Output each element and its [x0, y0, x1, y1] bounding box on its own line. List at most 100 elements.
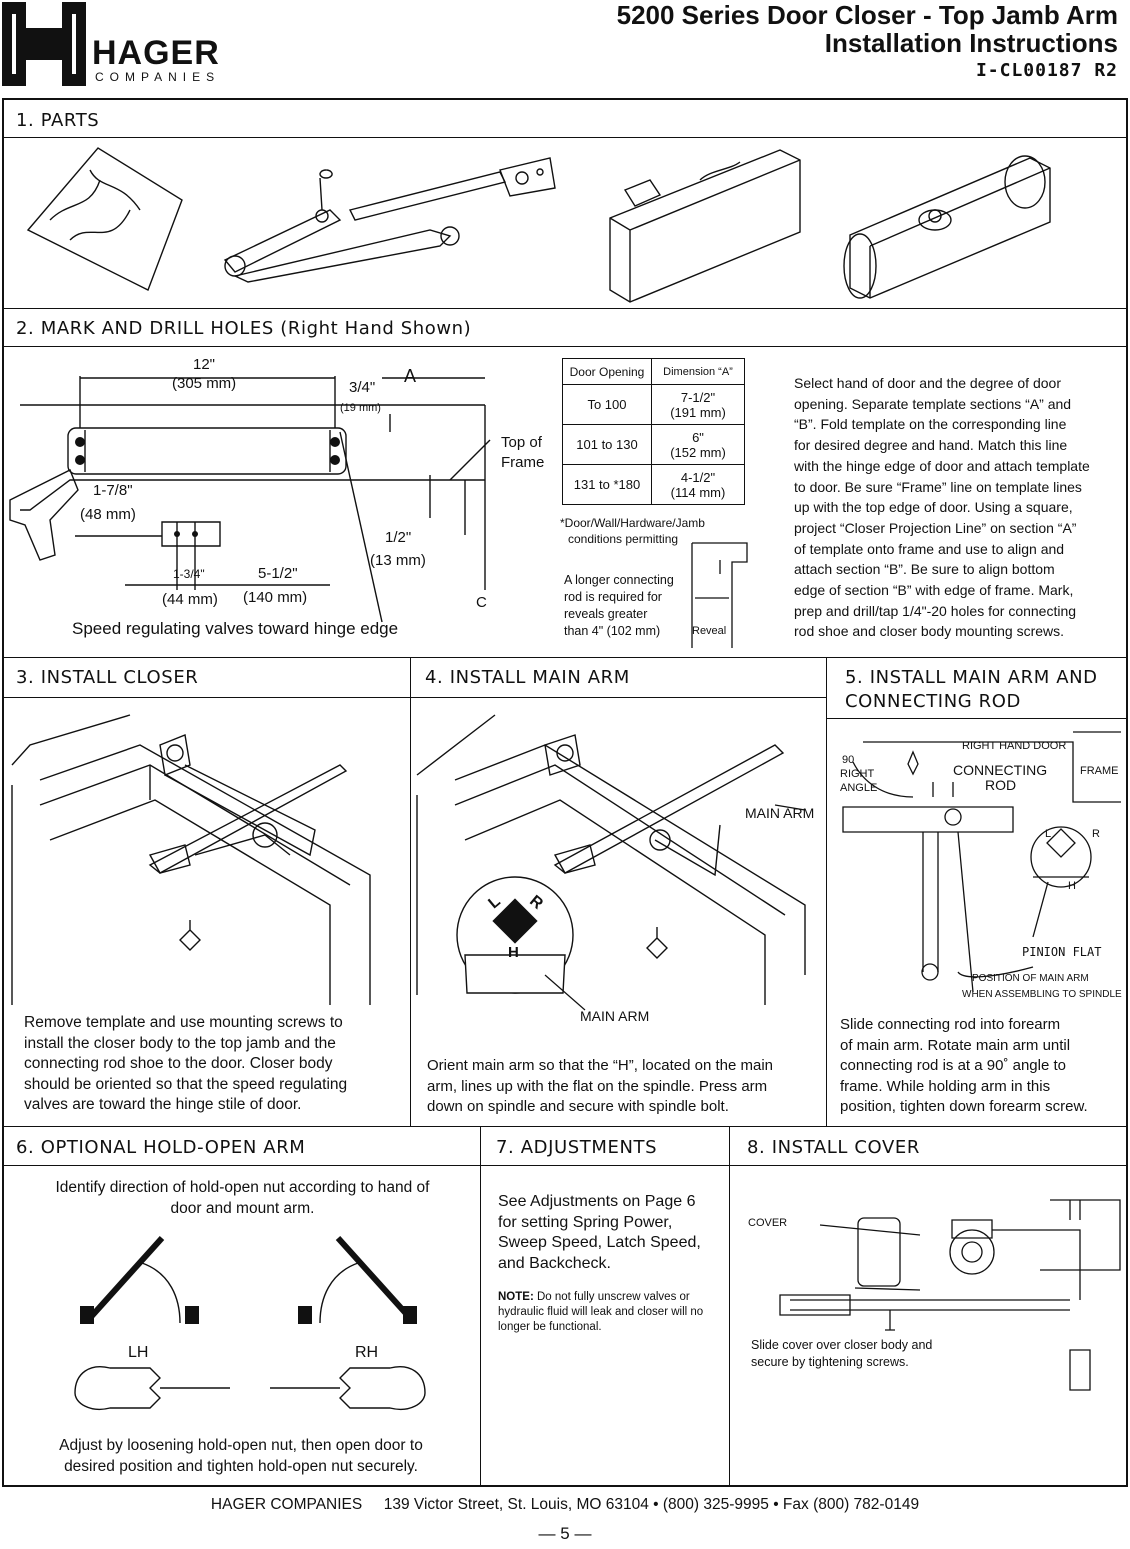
section5-text: Slide connecting rod into forearm of mai… — [840, 1015, 1088, 1118]
centerline-mark: C — [476, 594, 487, 611]
instruction-line: “B”. Fold template on the corresponding … — [794, 416, 1067, 433]
note-label: NOTE: — [498, 1291, 534, 1303]
main-arm-label-top: MAIN ARM — [745, 805, 815, 821]
divider — [2, 137, 1128, 138]
text-line: and Backcheck. — [498, 1254, 611, 1272]
pinion-flat-label: PINION FLAT — [1022, 945, 1102, 959]
top-of-frame-2: Frame — [501, 454, 545, 471]
brand-sub: COMPANIES — [95, 70, 221, 84]
text-line: Orient main arm so that the “H”, located… — [427, 1057, 773, 1074]
table-cell: 4-1/2"(114 mm) — [651, 464, 745, 505]
reveal-note-line: A longer connecting — [564, 573, 674, 587]
doc-code: I-CL00187 R2 — [975, 60, 1118, 81]
section4-title: 4. INSTALL MAIN ARM — [425, 667, 630, 688]
table-cell: 6"(152 mm) — [651, 424, 745, 465]
text-line: connecting rod is at a 90˚ angle to — [840, 1057, 1066, 1074]
valves-note: Speed regulating valves toward hinge edg… — [72, 619, 399, 638]
pinion-l: L — [1045, 828, 1052, 840]
text-line: See Adjustments on Page 6 — [498, 1193, 696, 1210]
parts-illustration — [10, 140, 1110, 308]
text-line: door and mount arm. — [170, 1199, 315, 1217]
install-cover-diagram — [740, 1200, 1120, 1400]
doc-title-2: Installation Instructions — [824, 28, 1118, 58]
instruction-line: project “Closer Projection Line” on sect… — [794, 519, 1077, 536]
reveal-note-line: than 4" (102 mm) — [564, 624, 661, 638]
section3-title: 3. INSTALL CLOSER — [16, 667, 199, 688]
instruction-line: with the hinge edge of door and attach t… — [794, 457, 1090, 474]
divider — [826, 657, 827, 1127]
table-cell-in: 7-1/2" — [680, 389, 716, 405]
dim-34-mm: (19 mm) — [340, 402, 381, 414]
text-line: desired position and tighten hold-open n… — [64, 1457, 418, 1475]
instruction-line: edge of section “B” with edge of frame. … — [794, 582, 1074, 599]
text-line: of main arm. Rotate main arm until — [840, 1036, 1071, 1054]
section2-instructions: Select hand of door and the degree of do… — [794, 373, 1090, 642]
text-line: Identify direction of hold-open nut acco… — [55, 1179, 430, 1196]
divider — [2, 657, 1128, 658]
reveal-label: Reveal — [692, 625, 727, 637]
text-line: Slide connecting rod into forearm — [840, 1016, 1061, 1033]
instruction-line: for desired degree and hand. Match this … — [794, 437, 1068, 454]
text-line: install the closer body to the top jamb … — [24, 1034, 336, 1052]
text-line: down on spindle and secure with spindle … — [427, 1098, 729, 1115]
text-line: position, tighten down forearm screw. — [840, 1098, 1088, 1115]
position-label-2: WHEN ASSEMBLING TO SPINDLE — [962, 989, 1122, 1000]
dim-12b-mm: (13 mm) — [370, 552, 426, 569]
instruction-line: to door. Be sure “Frame” line on templat… — [794, 478, 1082, 495]
table-cell: 131 to *180 — [562, 464, 652, 505]
table-cell: 7-1/2"(191 mm) — [651, 384, 745, 425]
hold-open-diagram — [70, 1228, 430, 1428]
divider — [410, 657, 411, 1127]
instruction-line: opening. Separate template sections “A” … — [794, 395, 1072, 412]
text-line: secure by tightening screws. — [751, 1355, 909, 1369]
section8-text: Slide cover over closer body and secure … — [751, 1337, 932, 1371]
table-footnote-2: conditions permitting — [568, 532, 679, 546]
instruction-line: rod shoe and closer body mounting screws… — [794, 623, 1065, 640]
page-number: — 5 — — [538, 1524, 592, 1543]
text-line: for setting Spring Power, — [498, 1213, 673, 1231]
section8-title: 8. INSTALL COVER — [747, 1137, 920, 1158]
frame-label: FRAME — [1080, 765, 1119, 777]
instruction-line: Select hand of door and the degree of do… — [794, 375, 1061, 391]
footer-company: HAGER COMPANIES — [210, 1496, 363, 1513]
text-line: Adjust by loosening hold-open nut, then … — [59, 1437, 423, 1454]
table-row: To 100 7-1/2"(191 mm) — [562, 384, 745, 425]
section5-title-1: 5. INSTALL MAIN ARM AND — [845, 667, 1098, 688]
dim-34: 3/4" — [349, 379, 376, 396]
dim-512-mm: (140 mm) — [243, 589, 308, 606]
pinion-h: H — [1068, 880, 1076, 892]
dim-178-mm: (48 mm) — [80, 506, 136, 523]
dimension-table: Door Opening Dimension “A” To 100 7-1/2"… — [562, 358, 745, 505]
table-row: 131 to *180 4-1/2"(114 mm) — [562, 464, 745, 505]
reveal-note-line: reveals greater — [564, 607, 648, 621]
install-closer-diagram — [10, 705, 410, 1005]
divider — [2, 308, 1128, 309]
text-line: should be oriented so that the speed reg… — [24, 1075, 348, 1093]
position-label-1: POSITION OF MAIN ARM — [972, 973, 1089, 984]
divider — [729, 1126, 730, 1486]
section4-text: Orient main arm so that the “H”, located… — [427, 1056, 773, 1118]
spindle-h-label: H — [508, 944, 519, 961]
table-cell-mm: (191 mm) — [670, 404, 726, 420]
dim-512: 5-1/2" — [258, 565, 298, 582]
dim-178: 1-7/8" — [93, 482, 133, 499]
dim-a: A — [404, 366, 417, 386]
drill-template-diagram — [10, 350, 550, 650]
dim-134: 1-3/4" — [173, 567, 205, 581]
text-line: hydraulic fluid will leak and closer wil… — [498, 1306, 704, 1318]
divider — [480, 1126, 481, 1486]
footer-address: 139 Victor Street, St. Louis, MO 63104 •… — [383, 1496, 920, 1513]
reveal-diagram — [692, 540, 752, 650]
brand-name: HAGER — [92, 34, 220, 72]
table-footnote-1: *Door/Wall/Hardware/Jamb — [560, 516, 705, 530]
section7-title: 7. ADJUSTMENTS — [496, 1137, 658, 1158]
instruction-line: of template onto frame and use to align … — [794, 540, 1065, 557]
text-line: arm, lines up with the flat on the spind… — [427, 1077, 768, 1095]
hager-logo-mark-icon — [2, 0, 86, 88]
rh-label: RH — [355, 1344, 379, 1361]
cover-label: COVER — [748, 1217, 788, 1229]
text-line: Sweep Speed, Latch Speed, — [498, 1234, 701, 1251]
section3-text: Remove template and use mounting screws … — [24, 1013, 347, 1116]
connecting-rod-diagram — [833, 722, 1123, 992]
text-line: valves are toward the hinge stile of doo… — [24, 1096, 302, 1113]
